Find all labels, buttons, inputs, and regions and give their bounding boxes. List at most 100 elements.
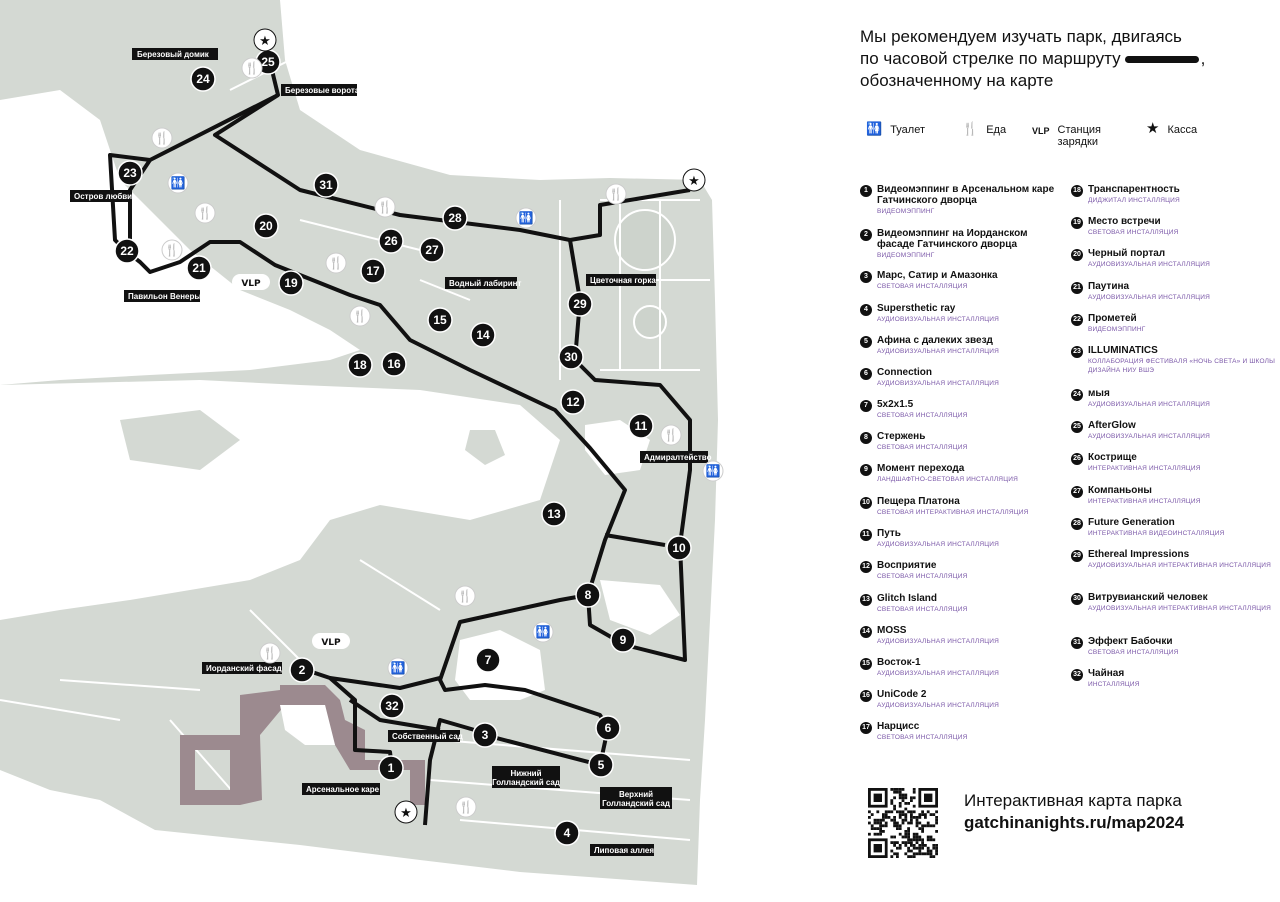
svg-text:Водный лабиринт: Водный лабиринт — [449, 279, 521, 288]
installation-type: аудиовизуальная инсталляция — [877, 380, 999, 387]
installation-item: 14MOSSаудиовизуальная инсталляция — [860, 625, 1065, 646]
toilet-icon: 🚻 — [171, 176, 186, 190]
map-marker-9[interactable]: 9 — [610, 627, 636, 653]
food-icon: 🍴 — [198, 206, 213, 220]
svg-text:Собственный сад: Собственный сад — [392, 732, 463, 741]
legend-ticket: ★Касса — [1146, 120, 1198, 137]
label-pavilion-venery: Павильон Венеры — [124, 290, 201, 302]
installation-type: видеомэппинг — [877, 252, 935, 259]
food-icon: 🍴 — [962, 121, 979, 136]
installation-type: аудиовизуальная инсталляция — [877, 348, 999, 355]
food-icon: 🍴 — [353, 309, 368, 323]
map-marker-2[interactable]: 2 — [289, 657, 315, 683]
installation-title: Стержень — [877, 431, 926, 442]
map-marker-5[interactable]: 5 — [588, 752, 614, 778]
installation-title: Видеомэппинг в Арсенальном каре Гатчинск… — [877, 184, 1055, 206]
map-marker-23[interactable]: 23 — [117, 160, 143, 186]
marker-number: 12 — [566, 395, 580, 409]
map-marker-1[interactable]: 1 — [378, 755, 404, 781]
map-marker-10[interactable]: 10 — [666, 535, 692, 561]
installation-item: 8Стерженьсветовая инсталляция — [860, 431, 1065, 452]
marker-number: 14 — [476, 328, 490, 342]
installation-title: Supersthetic ray — [877, 303, 956, 314]
map-marker-28[interactable]: 28 — [442, 205, 468, 231]
installation-type: видеомэппинг — [877, 208, 935, 215]
map-marker-17[interactable]: 17 — [360, 258, 386, 284]
map-marker-18[interactable]: 18 — [347, 352, 373, 378]
installation-type: световая инсталляция — [1088, 229, 1179, 236]
map-marker-7[interactable]: 7 — [475, 647, 501, 673]
map-marker-30[interactable]: 30 — [558, 344, 584, 370]
food-icon: 🍴 — [458, 589, 473, 603]
installation-title: Витрувианский человек — [1088, 592, 1208, 603]
marker-number: 23 — [123, 166, 137, 180]
toilet-icon: 🚻 — [536, 625, 551, 639]
marker-number: 25 — [261, 55, 275, 69]
installation-title: Черный портал — [1088, 248, 1166, 259]
label-ostrov-lyubvi: Остров любви — [70, 190, 132, 202]
map-marker-15[interactable]: 15 — [427, 307, 453, 333]
installation-number: 17 — [860, 722, 872, 734]
installation-type: световая инсталляция — [877, 734, 968, 741]
installation-title: Нарцисс — [877, 721, 920, 732]
label-arsenalnoe-kare: Арсенальное каре — [302, 783, 380, 795]
map-marker-13[interactable]: 13 — [541, 501, 567, 527]
marker-number: 22 — [120, 244, 134, 258]
marker-number: 11 — [635, 419, 648, 433]
installation-type: аудиовизуальная инсталляция — [877, 541, 999, 548]
svg-text:Нижний: Нижний — [510, 769, 541, 778]
map-marker-27[interactable]: 27 — [419, 237, 445, 263]
label-vodny-labirint: Водный лабиринт — [445, 277, 521, 289]
map-marker-32[interactable]: 32 — [379, 693, 405, 719]
installation-item: 27Компаньоныинтерактивная инсталляция — [1071, 485, 1276, 506]
map-marker-29[interactable]: 29 — [567, 291, 593, 317]
map-marker-12[interactable]: 12 — [560, 389, 586, 415]
marker-number: 6 — [605, 721, 612, 735]
map-marker-6[interactable]: 6 — [595, 715, 621, 741]
installation-title: мыя — [1088, 388, 1110, 399]
installation-type: аудиовизуальная инсталляция — [877, 670, 999, 677]
map-marker-4[interactable]: 4 — [554, 820, 580, 846]
installation-type: аудиовизуальная инсталляция — [877, 702, 999, 709]
map-marker-16[interactable]: 16 — [381, 351, 407, 377]
map-marker-8[interactable]: 8 — [575, 582, 601, 608]
map-marker-3[interactable]: 3 — [472, 722, 498, 748]
map-marker-24[interactable]: 24 — [190, 66, 216, 92]
map-marker-19[interactable]: 19 — [278, 270, 304, 296]
toilet-icon: 🚻 — [866, 121, 883, 136]
svg-text:Липовая аллея: Липовая аллея — [594, 846, 654, 855]
installation-number: 31 — [1071, 637, 1083, 649]
map-marker-31[interactable]: 31 — [313, 172, 339, 198]
svg-text:★: ★ — [259, 34, 271, 49]
food-icon: 🍴 — [609, 187, 624, 201]
facility-icons: ★ ★ ★ 🍴🍴 🍴🍴 🍴🍴 🍴🍴 🍴🍴 🍴🍴 🚻🚻 🚻🚻 🚻 VLP VLP — [151, 28, 724, 824]
qr-code[interactable] — [868, 788, 938, 858]
installation-number: 2 — [860, 229, 872, 241]
installation-title: Кострище — [1088, 452, 1137, 463]
installation-title: Момент перехода — [877, 463, 965, 474]
ticket-office-icon: ★ — [1146, 120, 1160, 137]
ticket-office-icon: ★ — [253, 28, 277, 52]
map-marker-22[interactable]: 22 — [114, 238, 140, 264]
svg-text:Цветочная горка: Цветочная горка — [590, 276, 656, 285]
markers: 1234567891011121314151617181920212223242… — [114, 49, 692, 846]
installation-type: интерактивная инсталляция — [1088, 498, 1201, 505]
map-marker-21[interactable]: 21 — [186, 255, 212, 281]
map-marker-26[interactable]: 26 — [378, 228, 404, 254]
map-marker-11[interactable]: 11 — [628, 413, 654, 439]
ticket-office-icon: ★ — [394, 800, 418, 824]
marker-number: 18 — [353, 358, 367, 372]
place-labels: Березовый домик Березовые ворота Остров … — [70, 48, 712, 856]
installation-number: 29 — [1071, 550, 1083, 562]
interactive-map-link[interactable]: Интерактивная карта парка gatchinanights… — [964, 791, 1185, 832]
installation-number: 11 — [860, 529, 872, 541]
map-marker-14[interactable]: 14 — [470, 322, 496, 348]
map-marker-20[interactable]: 20 — [253, 213, 279, 239]
installation-title: Путь — [877, 528, 901, 539]
